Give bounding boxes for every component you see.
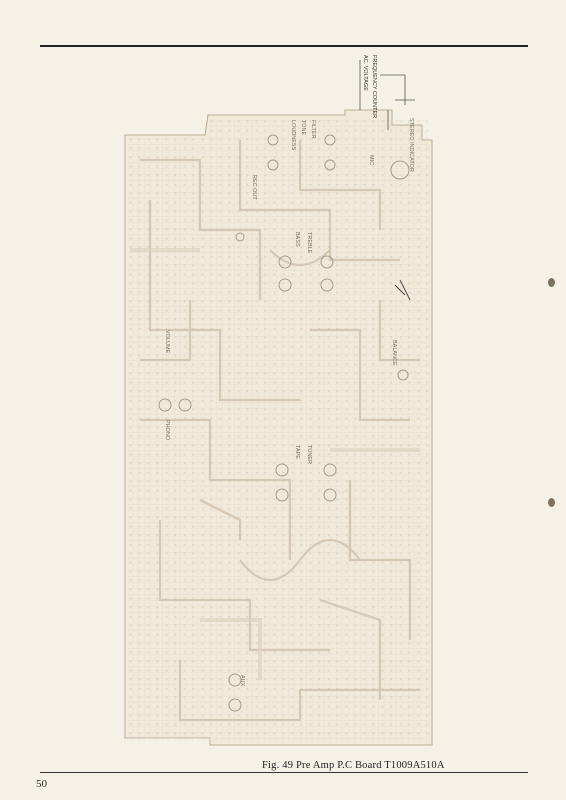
- label-frequency-counter: FREQUENCY COUNTER: [371, 55, 377, 119]
- label-treble: TREBLE: [306, 232, 312, 254]
- figure-caption: Fig. 49 Pre Amp P.C Board T1009A510A: [262, 760, 445, 771]
- label-phono: PHONO: [164, 420, 170, 441]
- label-aux: AUX: [239, 675, 245, 687]
- label-tape: TAPE: [294, 445, 300, 459]
- pcb-traces: [140, 140, 420, 722]
- label-volume: VOLUME: [164, 330, 170, 354]
- label-loudness: LOUDNESS: [290, 120, 296, 151]
- label-filter: FILTER: [310, 120, 316, 139]
- label-tuner: TUNER: [306, 445, 312, 464]
- page-number: 50: [36, 778, 47, 790]
- bottom-rule: [40, 772, 528, 773]
- pcb-components: [158, 134, 410, 712]
- label-ac-voltage: AC. VOLTAGE: [362, 55, 368, 91]
- label-stereo-indicator: STEREO INDICATOR: [408, 118, 414, 172]
- label-rec-out: REC OUT: [251, 175, 257, 200]
- label-bass: BASS: [294, 232, 300, 247]
- top-rule: [40, 45, 528, 47]
- lead-wires: [359, 60, 415, 130]
- label-mic: MIC: [368, 155, 374, 166]
- label-balance: BALANCE: [391, 340, 397, 366]
- binder-hole-lower: [548, 498, 555, 507]
- label-tone: TONE: [300, 120, 306, 136]
- binder-hole-upper: [548, 278, 555, 287]
